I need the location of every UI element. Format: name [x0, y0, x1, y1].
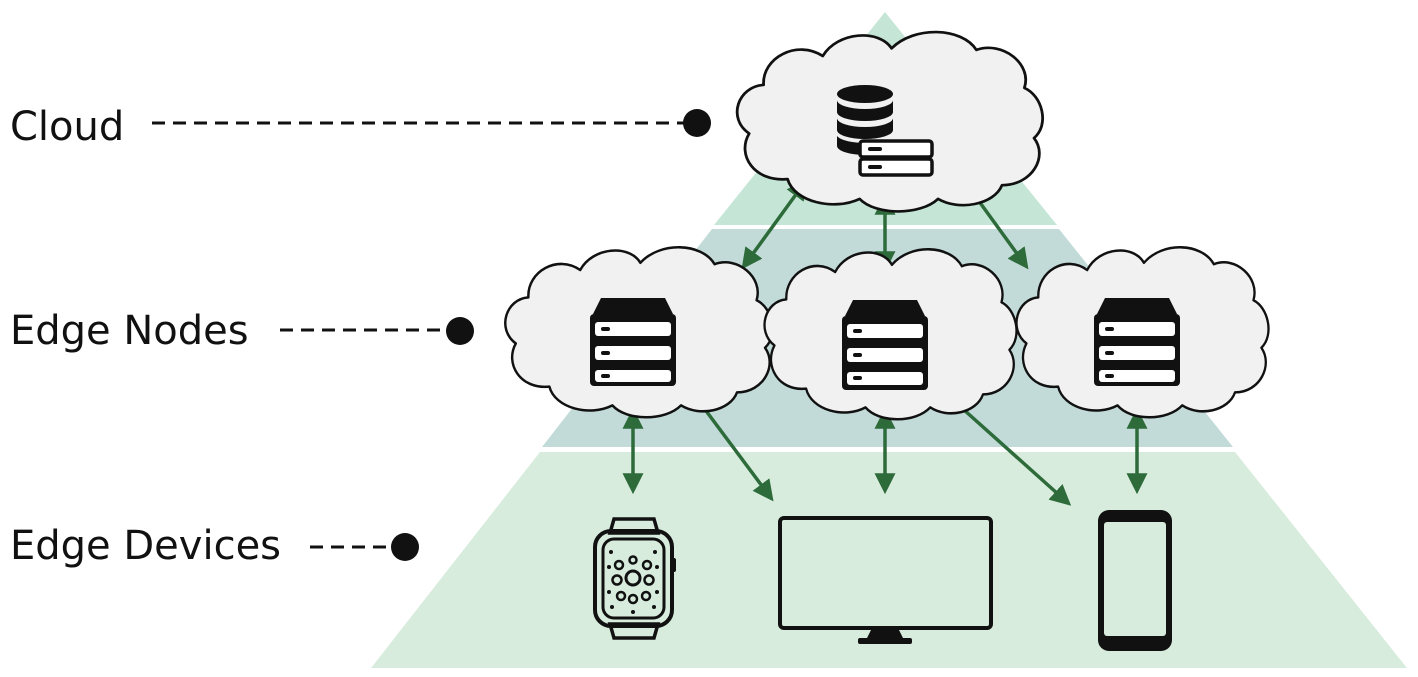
cloud-server: [735, 30, 1045, 213]
edge-node-right: [1015, 246, 1270, 419]
edge-node-left: [504, 246, 774, 419]
monitor-icon: [778, 516, 993, 644]
cloud-to-node-left-arrow: [741, 178, 808, 270]
cloud-leader-dot: [683, 109, 711, 137]
smartwatch-icon: [593, 517, 676, 640]
server-rack-icon: [1094, 298, 1180, 386]
edge-nodes-leader-dot: [446, 317, 474, 345]
tier-labels: Cloud Edge Nodes Edge Devices: [10, 104, 711, 569]
edge-devices-leader-dot: [391, 533, 419, 561]
edge-devices-tier-label: Edge Devices: [10, 523, 281, 569]
database-server-icon: [837, 85, 934, 177]
smartphone-icon: [1098, 510, 1172, 651]
server-rack-icon: [590, 298, 676, 386]
edge-node-center: [763, 248, 1018, 421]
cloud-tier-label: Cloud: [10, 104, 124, 150]
server-rack-icon: [842, 300, 928, 390]
edge-nodes-tier-label: Edge Nodes: [10, 308, 249, 354]
